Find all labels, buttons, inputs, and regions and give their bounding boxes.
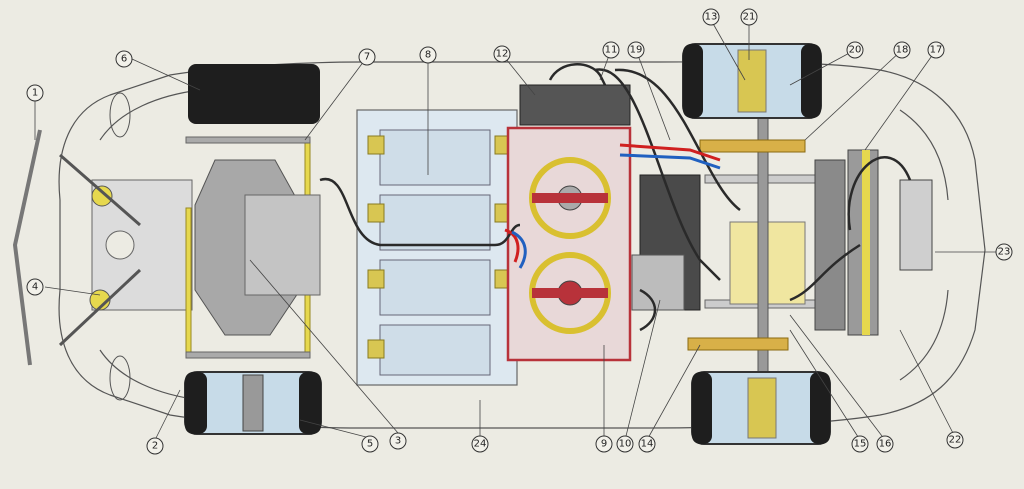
rear-wheel-bottom: [691, 371, 831, 445]
steering-rod-upper: [59, 153, 141, 227]
callout-5: 5: [361, 435, 379, 453]
wire-red: [619, 143, 721, 162]
ring-gear-top: [699, 139, 806, 153]
tie-rod-bottom: [185, 351, 311, 359]
callout-20: 20: [846, 41, 864, 59]
receiver-unit: [519, 84, 631, 126]
callout-17: 17: [927, 41, 945, 59]
leader-lines: [34, 19, 1001, 441]
front-tire-top: [188, 64, 320, 124]
callout-6-text: 6: [121, 54, 127, 65]
callout-23: 23: [995, 243, 1013, 261]
callout-15-text: 15: [854, 439, 867, 450]
callout-18-text: 18: [896, 45, 909, 56]
rear-switch-box: [899, 179, 933, 271]
callout-1-text: 1: [32, 88, 38, 99]
brush-assembly-upper: [529, 157, 611, 239]
callout-8: 8: [419, 46, 437, 64]
battery-cells: [379, 129, 491, 376]
callout-7-text: 7: [364, 52, 370, 63]
speed-controller-plate: [506, 126, 632, 362]
callout-24: 24: [471, 435, 489, 453]
callout-12-text: 12: [496, 49, 509, 60]
callout-9: 9: [595, 435, 613, 453]
callout-10: 10: [616, 435, 634, 453]
rear-wheel-top: [682, 43, 822, 119]
callout-2-text: 2: [152, 441, 158, 452]
callout-17-text: 17: [930, 45, 943, 56]
headlight-left: [109, 92, 131, 138]
wire-blue: [619, 153, 721, 170]
front-wheel-bottom: [184, 371, 322, 435]
front-bumper: [12, 129, 42, 366]
callout-22-text: 22: [949, 435, 962, 446]
servo-mount: [244, 194, 321, 296]
callout-11: 11: [602, 41, 620, 59]
callout-24-text: 24: [474, 439, 487, 450]
callout-21-text: 21: [743, 12, 756, 23]
headlight-right: [109, 355, 131, 401]
callout-5-text: 5: [367, 439, 373, 450]
callout-4: 4: [26, 278, 44, 296]
callout-15: 15: [851, 435, 869, 453]
callout-11-text: 11: [605, 45, 618, 56]
callout-3-text: 3: [395, 436, 401, 447]
tie-rod-top: [185, 136, 311, 144]
callout-12: 12: [493, 45, 511, 63]
heatsink-fins: [814, 149, 879, 336]
callout-19: 19: [627, 41, 645, 59]
callout-19-text: 19: [630, 45, 643, 56]
steering-arm-left: [185, 207, 192, 359]
ring-gear-bottom: [687, 337, 789, 351]
steering-rod-lower: [58, 268, 142, 347]
servo-bracket: [631, 254, 685, 311]
callout-18: 18: [893, 41, 911, 59]
callout-7: 7: [358, 48, 376, 66]
callout-4-text: 4: [32, 282, 38, 293]
battery-terminals: [367, 135, 510, 359]
front-center-hole: [105, 230, 135, 260]
steering-knuckle-upper: [91, 185, 113, 207]
callout-14-text: 14: [641, 439, 654, 450]
callout-22: 22: [946, 431, 964, 449]
callout-16-text: 16: [879, 439, 892, 450]
callout-3: 3: [389, 432, 407, 450]
callout-9-text: 9: [601, 439, 607, 450]
callout-23-text: 23: [998, 247, 1011, 258]
callout-16: 16: [876, 435, 894, 453]
callout-6: 6: [115, 50, 133, 68]
wire-red-short: [504, 228, 520, 263]
callout-8-text: 8: [425, 50, 431, 61]
callout-21: 21: [740, 8, 758, 26]
callout-13: 13: [702, 8, 720, 26]
callout-1: 1: [26, 84, 44, 102]
callout-20-text: 20: [849, 45, 862, 56]
callout-2: 2: [146, 437, 164, 455]
callout-14: 14: [638, 435, 656, 453]
brush-assembly-lower: [529, 252, 611, 334]
car-body-inner-line: [99, 89, 949, 401]
callout-10-text: 10: [619, 439, 632, 450]
callout-13-text: 13: [705, 12, 718, 23]
wire-blue-short: [511, 230, 527, 269]
